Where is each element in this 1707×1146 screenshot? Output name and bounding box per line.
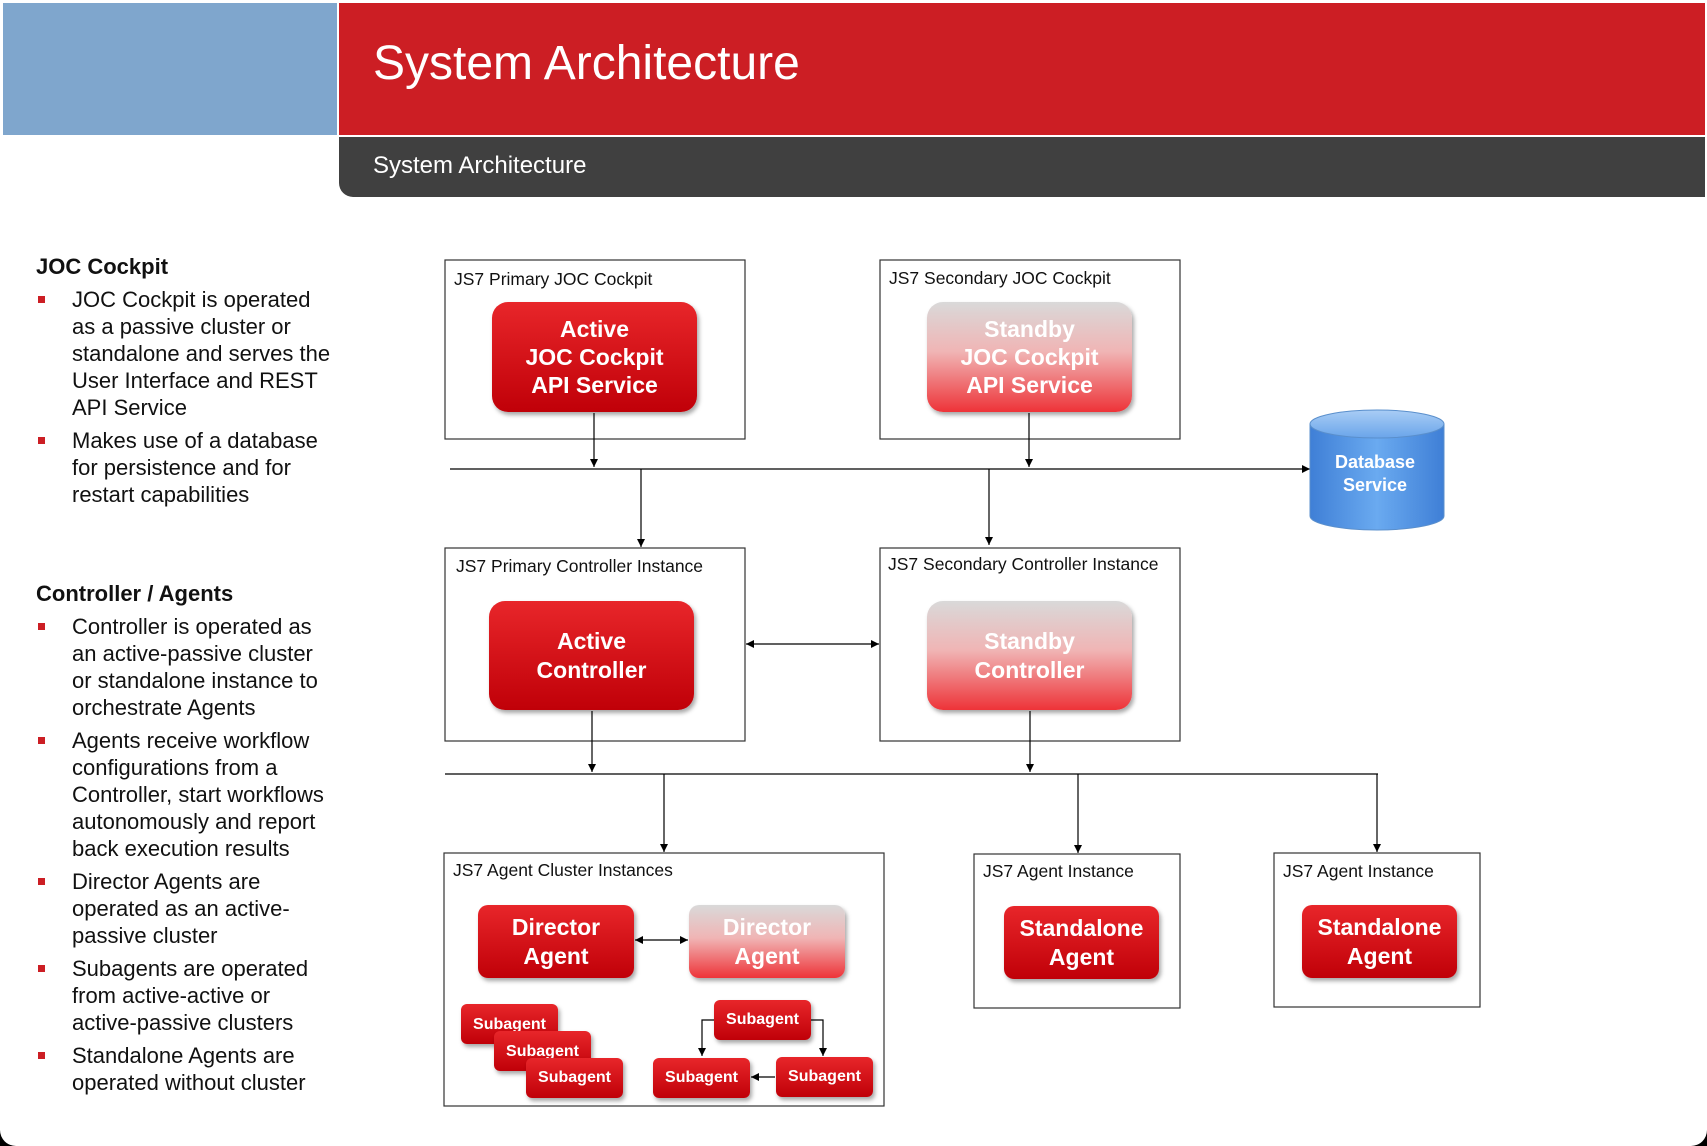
bullet-item: Director Agents are operated as an activ… (36, 868, 336, 949)
node-line: API Service (531, 372, 658, 399)
node-line: API Service (966, 372, 1093, 399)
active-joc-node: Active JOC Cockpit API Service (492, 302, 697, 412)
node-line: Director (511, 914, 601, 941)
agent-instance-frame-2 (1273, 852, 1481, 1008)
director-agent-standby-node: Director Agent (689, 905, 845, 978)
node-line: Standby (984, 628, 1075, 655)
title-banner (339, 3, 1705, 135)
secondary-joc-frame (879, 259, 1181, 440)
node-line: Controller (974, 656, 1085, 683)
primary-joc-frame (444, 259, 746, 440)
standby-joc-node: Standby JOC Cockpit API Service (927, 302, 1132, 412)
node-line: Director (722, 914, 812, 941)
node-line: Database (1334, 452, 1416, 472)
node-line: Agent (734, 942, 800, 969)
connector-subagent-top-to-left (698, 1019, 718, 1056)
page-title: System Architecture (373, 37, 800, 90)
primary-joc-label: JS7 Primary JOC Cockpit (454, 269, 653, 289)
standalone-agent-node-1: Standalone Agent (1004, 906, 1159, 979)
subagent-node: Subagent (526, 1058, 623, 1098)
subagent-node: Subagent (714, 1000, 811, 1040)
subagent-node: Subagent (776, 1057, 873, 1097)
active-controller-node: Active Controller (489, 601, 694, 710)
bullet-item: Standalone Agents are operated without c… (36, 1042, 336, 1096)
bullet-item: Makes use of a database for persistence … (36, 427, 336, 508)
bullet-item: JOC Cockpit is operated as a passive clu… (36, 286, 336, 421)
node-line: Standby (984, 315, 1075, 342)
node-line: Service (1342, 475, 1408, 495)
node-line: Active (559, 315, 630, 342)
primary-controller-frame (444, 547, 746, 742)
agent-cluster-frame (443, 852, 885, 1107)
standby-controller-node: Standby Controller (927, 601, 1132, 710)
agent-instance-1-label: JS7 Agent Instance (983, 861, 1134, 881)
standalone-agent-node-2: Standalone Agent (1302, 905, 1457, 978)
joc-cockpit-heading: JOC Cockpit (36, 254, 169, 279)
subagent-node: Subagent (461, 1004, 558, 1044)
node-line: JOC Cockpit (960, 343, 1099, 370)
secondary-controller-label: JS7 Secondary Controller Instance (888, 554, 1159, 574)
bullet-item: Subagents are operated from active-activ… (36, 955, 336, 1036)
node-line: JOC Cockpit (525, 343, 664, 370)
controller-agents-bullets: Controller is operated as an active-pass… (36, 613, 336, 1102)
agent-instance-2-label: JS7 Agent Instance (1283, 861, 1434, 881)
node-line: Standalone (1317, 914, 1442, 941)
subtitle-banner (339, 137, 1705, 197)
node-line: Standalone (1019, 915, 1144, 942)
node-line: Agent (523, 942, 589, 969)
node-line: Active (556, 628, 627, 655)
director-agent-active-node: Director Agent (478, 905, 634, 978)
header-accent-block (3, 3, 337, 135)
joc-cockpit-bullets: JOC Cockpit is operated as a passive clu… (36, 286, 336, 514)
node-line: Controller (536, 656, 647, 683)
database-cylinder (1309, 409, 1445, 531)
primary-controller-label: JS7 Primary Controller Instance (456, 556, 704, 576)
subagent-node: Subagent (653, 1058, 750, 1098)
page-subtitle: System Architecture (373, 152, 587, 179)
bullet-item: Agents receive workflow configurations f… (36, 727, 336, 862)
bullet-item: Controller is operated as an active-pass… (36, 613, 336, 721)
controller-agents-heading: Controller / Agents (36, 581, 234, 606)
secondary-joc-label: JS7 Secondary JOC Cockpit (889, 268, 1111, 288)
node-line: Agent (1346, 942, 1413, 969)
agent-instance-frame-1 (973, 853, 1181, 1009)
agent-cluster-label: JS7 Agent Cluster Instances (453, 860, 673, 880)
database-label: Database Service (1310, 451, 1440, 497)
node-line: Agent (1048, 943, 1115, 970)
connector-subagent-top-to-right (811, 1019, 827, 1056)
